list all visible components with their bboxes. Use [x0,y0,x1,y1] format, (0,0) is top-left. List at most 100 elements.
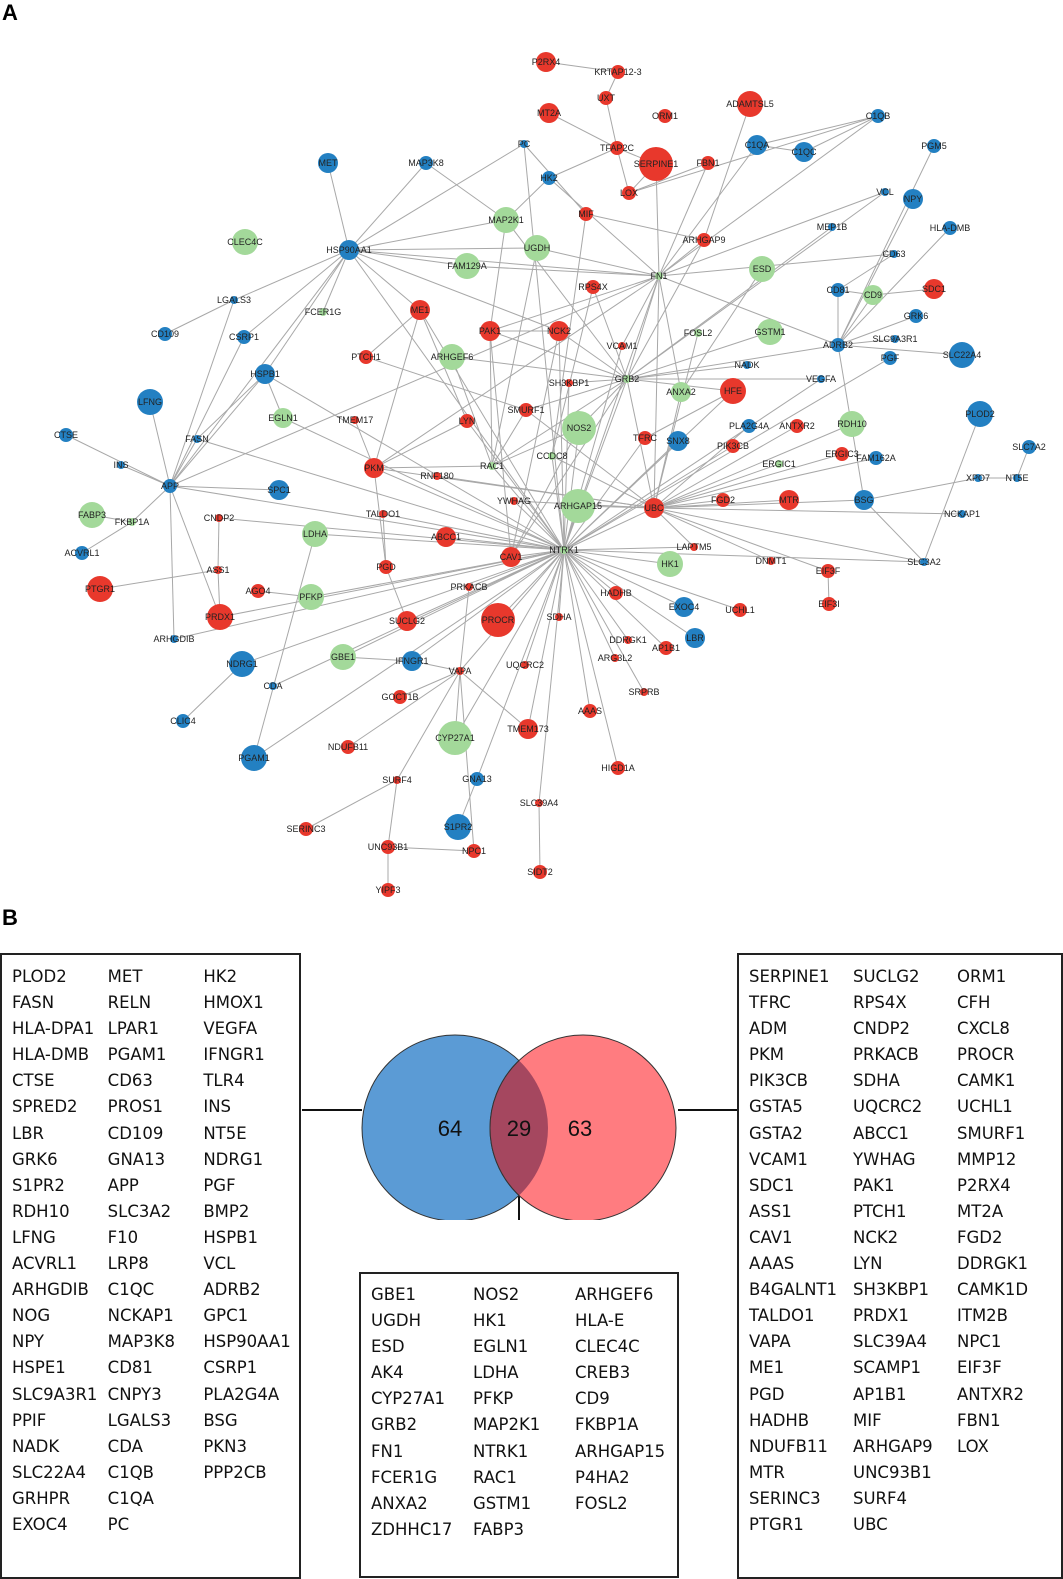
node-circle [883,351,897,365]
network-node: MEP1B [817,222,848,232]
network-node: FN1 [650,271,667,281]
node-circle [520,140,528,148]
network-edge [563,549,617,594]
venn-diagram: 64 29 63 [302,1034,738,1220]
network-node: NPY [903,189,923,209]
network-edge [476,549,565,780]
gene-name: SPRED2 [12,1097,78,1117]
network-node: C1QA [745,135,769,155]
network-node: PIK3CB [717,439,749,453]
network-node: YWHAG [497,496,531,506]
node-circle [863,285,883,305]
node-circle [379,510,387,518]
gene-name: PLOD2 [12,967,67,986]
node-circle [943,221,957,235]
network-edge [169,336,245,487]
network-edge [348,249,421,311]
network-node: ADAMTSL5 [726,91,774,117]
network-edge [489,330,512,558]
gene-name: ADM [749,1019,788,1039]
node-label: GOCT1B [381,692,418,702]
gene-name: EIF3F [957,1358,1002,1378]
node-circle [137,389,163,415]
network-node: UCHL1 [725,603,755,617]
network-edge [382,513,565,551]
network-node: VEGFA [806,374,836,384]
node-circle [775,460,783,468]
network-edge [169,485,565,551]
gene-name: SLC22A4 [12,1462,86,1482]
network-node: NPC1 [462,844,486,858]
node-label: LGALS3 [217,295,251,305]
network-node: UQCRC2 [506,660,544,670]
gene-name: NPY [12,1332,45,1352]
network-node: ANTXR2 [779,419,815,433]
node-circle [493,207,519,233]
node-label: FN1 [650,271,667,281]
gene-name: CD109 [107,1123,164,1143]
network-edge [81,521,133,554]
node-label: PAK1 [479,326,501,336]
network-edge [491,465,565,551]
network-edge [348,162,427,251]
network-edge [243,249,350,338]
network-node: TALDO1 [366,509,400,519]
network-edge [563,382,570,551]
network-edge [658,162,709,277]
gene-name: DDRGK1 [957,1254,1028,1274]
node-label: UXT [597,93,616,103]
network-node: PGM5 [921,139,947,153]
network-edge [491,409,527,467]
gene-name: NTRK1 [473,1441,529,1461]
network-edge [459,670,475,852]
node-circle [481,603,515,637]
network-edge [545,61,619,73]
network-node: FCER1G [305,307,342,317]
node-label: ANXA2 [666,387,696,397]
network-node: CCDC8 [536,451,567,461]
node-circle [871,109,885,123]
node-label: XPO7 [966,473,990,483]
network-node: HFE [720,378,746,404]
network-node: HLA-DMB [930,221,970,235]
network-node: SNX8 [666,431,690,451]
node-label: NOS2 [567,423,592,433]
gene-name: LRP8 [107,1254,149,1274]
network-edge [863,477,979,501]
network-edge [348,249,560,332]
network-node: BSG [854,490,874,510]
gene-name: MAP2K1 [473,1415,541,1435]
node-circle [610,141,624,155]
network-node: HK2 [540,171,558,185]
gene-name: CLEC4C [575,1337,640,1357]
network-node: DNMT1 [756,556,787,566]
node-circle [599,91,613,105]
node-label: PRKACB [450,582,487,592]
network-node: NDUFB11 [328,740,368,754]
node-circle [560,546,568,554]
gene-name: PGD [749,1384,785,1404]
node-label: TMEM173 [507,724,549,734]
network-node: PAK1 [479,321,501,341]
gene-name: HSPE1 [12,1358,66,1378]
node-label: LAPTM5 [676,542,711,552]
node-circle [518,719,538,739]
node-label: GSTM1 [754,327,785,337]
node-label: ADRB2 [823,340,853,350]
gene-name: EGLN1 [473,1337,529,1357]
node-label: VCAM1 [606,341,637,351]
node-label: PKM [364,463,384,473]
network-edge [399,670,461,698]
network-edge [348,247,538,251]
network-edge [459,586,470,672]
network-node: C1QC [791,142,817,162]
network-node: SLC9A3R1 [872,334,917,344]
node-label: SRPRB [628,687,659,697]
network-node: ME1 [410,300,430,320]
network-edge [653,463,780,509]
node-label: FAM129A [447,261,487,271]
gene-name: CD81 [107,1358,153,1378]
